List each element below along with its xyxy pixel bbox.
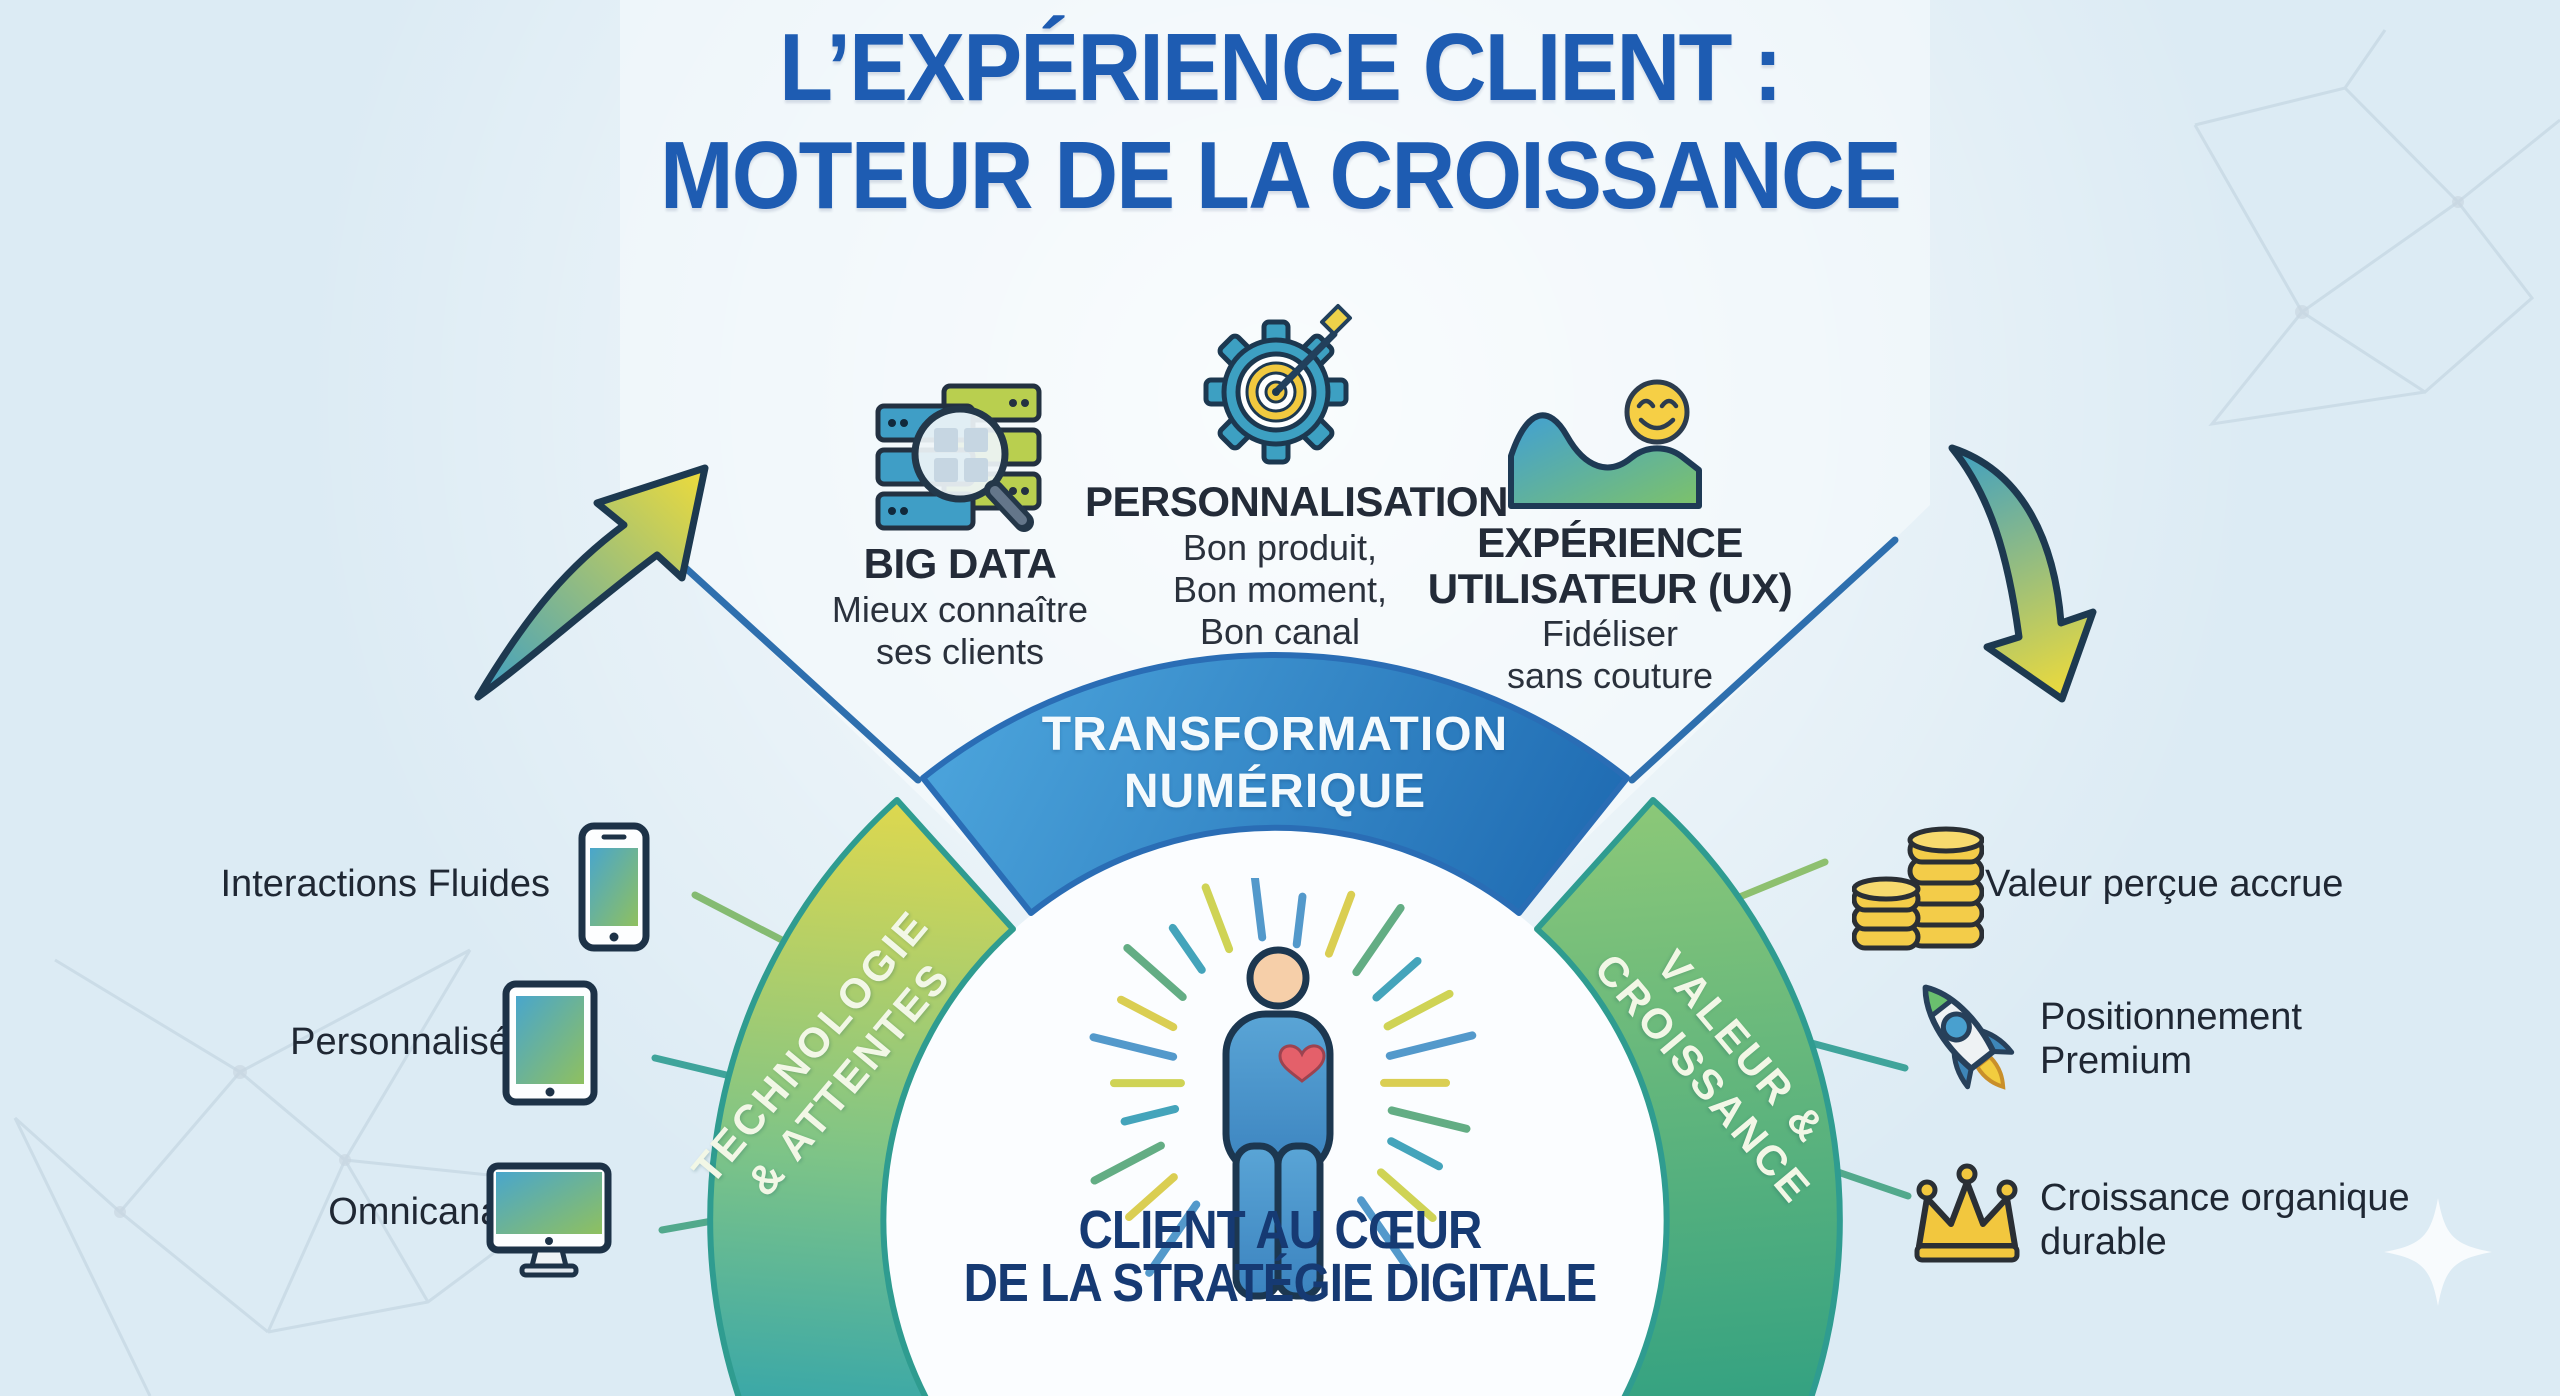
page-title-line1: L’EXPÉRIENCE CLIENT : <box>779 14 1783 121</box>
rocket-icon <box>1905 968 2025 1108</box>
digital-transformation-arc <box>920 652 1630 916</box>
coins-icon <box>1852 826 1984 978</box>
arc-label-line1: TRANSFORMATION <box>1041 708 1509 761</box>
arc-label: TRANSFORMATION NUMÉRIQUE <box>975 706 1575 820</box>
v-guide-lines <box>651 536 1899 784</box>
personnalisation-line1: Bon produit, <box>1182 527 1378 568</box>
crown-icon <box>1905 1160 2029 1268</box>
big-data-heading: BIG DATA <box>863 540 1057 587</box>
value-growth-band <box>1534 797 1843 1396</box>
ux-heading-line1: EXPÉRIENCE <box>1477 519 1743 566</box>
tablet-icon <box>502 980 598 1106</box>
curved-arrow-up-right-icon <box>474 464 709 701</box>
big-data-line2: ses clients <box>875 631 1045 672</box>
gear-target-icon <box>1192 300 1367 475</box>
page-title-line2: MOTEUR DE LA CROISSANCE <box>659 122 1902 229</box>
personnalisation-heading: PERSONNALISATION <box>1085 478 1508 525</box>
curved-arrow-down-icon <box>1948 444 2097 703</box>
ux-line1: Fidéliser <box>1541 613 1679 654</box>
sparkle-icon <box>2384 1198 2492 1306</box>
center-caption-line1: CLIENT AU CŒUR <box>1078 1200 1482 1260</box>
ux-heading-line2: UTILISATEUR (UX) <box>1427 565 1793 612</box>
center-caption-line2: DE LA STRATÉGIE DIGITALE <box>963 1253 1598 1313</box>
personnalisation-line2: Bon moment, <box>1172 569 1388 610</box>
right-item-label-croissance: Croissance organique durable <box>2040 1177 2410 1263</box>
big-data-line1: Mieux connaître <box>831 589 1089 630</box>
smartphone-icon <box>578 822 650 952</box>
desktop-monitor-icon <box>486 1162 612 1282</box>
section-personnalisation: PERSONNALISATION Bon produit, Bon moment… <box>1085 478 1508 652</box>
section-ux: EXPÉRIENCE UTILISATEUR (UX) Fidéliser sa… <box>1395 520 1825 696</box>
big-data-icon <box>872 382 1047 537</box>
right-item-label-positionnement: Positionnement Premium <box>2040 996 2302 1082</box>
section-big-data: BIG DATA Mieux connaître ses clients <box>770 540 1150 672</box>
left-item-label-interactions: Interactions Fluides <box>220 863 551 905</box>
ux-curve-smiley-icon <box>1505 378 1705 513</box>
ux-line2: sans couture <box>1506 655 1714 696</box>
white-wedge <box>620 0 1930 1140</box>
right-item-label-valeur: Valeur perçue accrue <box>1985 863 2344 905</box>
center-caption: CLIENT AU CŒUR DE LA STRATÉGIE DIGITALE <box>928 1200 1632 1313</box>
personnalisation-line3: Bon canal <box>1199 611 1361 652</box>
person-heart-icon <box>1040 878 1520 1348</box>
left-item-label-personnalisees: Personnalisées <box>290 1021 550 1063</box>
technology-expectations-band <box>707 797 1016 1396</box>
arc-label-line2: NUMÉRIQUE <box>1123 765 1427 818</box>
